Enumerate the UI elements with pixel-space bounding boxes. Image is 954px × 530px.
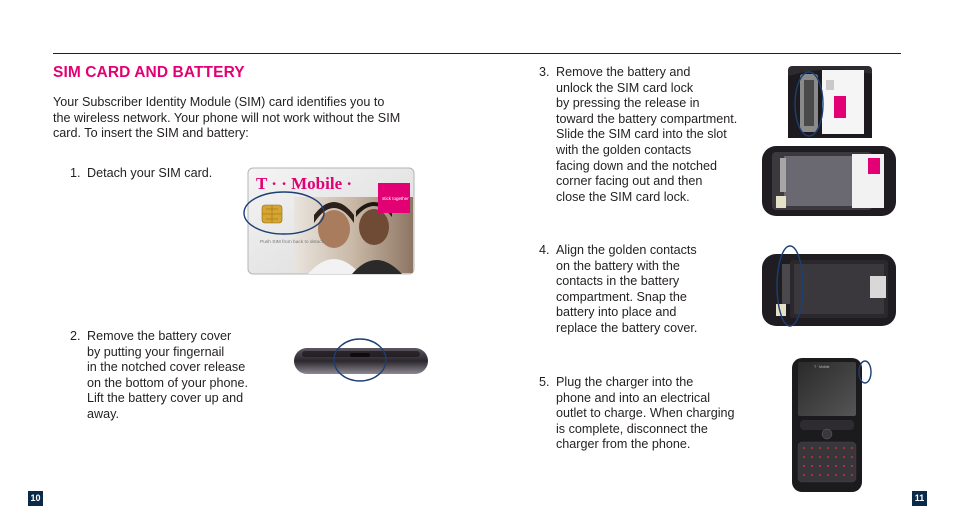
step-line: phone and into an electrical [556,390,711,405]
step-line: close the SIM card lock. [556,189,690,204]
step-number: 1. [70,166,81,180]
phone-front-illustration: T · Mobile [786,356,876,494]
step-number: 5. [539,375,550,389]
step-line: away. [87,406,119,421]
step-line: Align the golden contacts [556,243,697,257]
step-line: corner facing out and then [556,174,703,189]
step-line: Slide the SIM card into the slot [556,127,727,142]
step-line: by putting your fingernail [87,344,225,359]
battery-compartment-sim-illustration [762,146,896,216]
phone-bottom-illustration [292,338,432,386]
step-line: charger from the phone. [556,437,691,452]
sim-caption: Push SIM from back to detach. [260,239,326,245]
step-line: Remove the battery and [556,65,691,79]
page-number-right: 11 [912,491,927,506]
step-line: with the golden contacts [556,142,692,157]
step-line: on the bottom of your phone. [87,375,249,390]
sim-card-illustration: T · · Mobile · stick together Push SIM f… [242,167,416,276]
step-number: 4. [539,243,550,257]
step-line: Lift the battery cover up and [87,391,244,406]
battery-insert-illustration [762,244,896,328]
sim-slot-closeup-illustration [788,66,872,138]
step-text: Remove the battery and unlock the SIM ca… [556,65,737,205]
step-text: Detach your SIM card. [87,166,212,182]
step-number: 3. [539,65,550,79]
step-line: outlet to charge. When charging [556,406,735,421]
sim-tag: stick together [382,196,409,201]
step-line: in the notched cover release [87,360,246,375]
step-line: Plug the charger into the [556,375,694,389]
intro-line: the wireless network. Your phone will no… [53,110,401,125]
step-line: on the battery with the [556,258,680,273]
svg-text:T · Mobile: T · Mobile [814,365,830,369]
step-line: is complete, disconnect the [556,421,708,436]
step-line: toward the battery compartment. [556,111,738,126]
step-line: battery into place and [556,305,677,320]
step-text: Plug the charger into the phone and into… [556,375,735,453]
top-rule [53,53,901,54]
step-line: unlock the SIM card lock [556,80,694,95]
step-line: compartment. Snap the [556,289,687,304]
step-line: replace the battery cover. [556,320,698,335]
page-number-left: 10 [28,491,43,506]
step-number: 2. [70,329,81,343]
step-line: Remove the battery cover [87,329,232,343]
step-text: Align the golden contacts on the battery… [556,243,697,337]
intro-text: Your Subscriber Identity Module (SIM) ca… [53,95,433,142]
step-line: by pressing the release in [556,96,700,111]
sim-brand: T · · Mobile · [256,174,352,193]
intro-line: Your Subscriber Identity Module (SIM) ca… [53,95,385,109]
intro-line: card. To insert the SIM and battery: [53,126,249,141]
section-title: SIM CARD AND BATTERY [53,64,245,81]
step-text: Remove the battery cover by putting your… [87,329,248,423]
step-line: contacts in the battery [556,274,680,289]
step-line: Detach your SIM card. [87,166,213,180]
step-line: facing down and the notched [556,158,718,173]
